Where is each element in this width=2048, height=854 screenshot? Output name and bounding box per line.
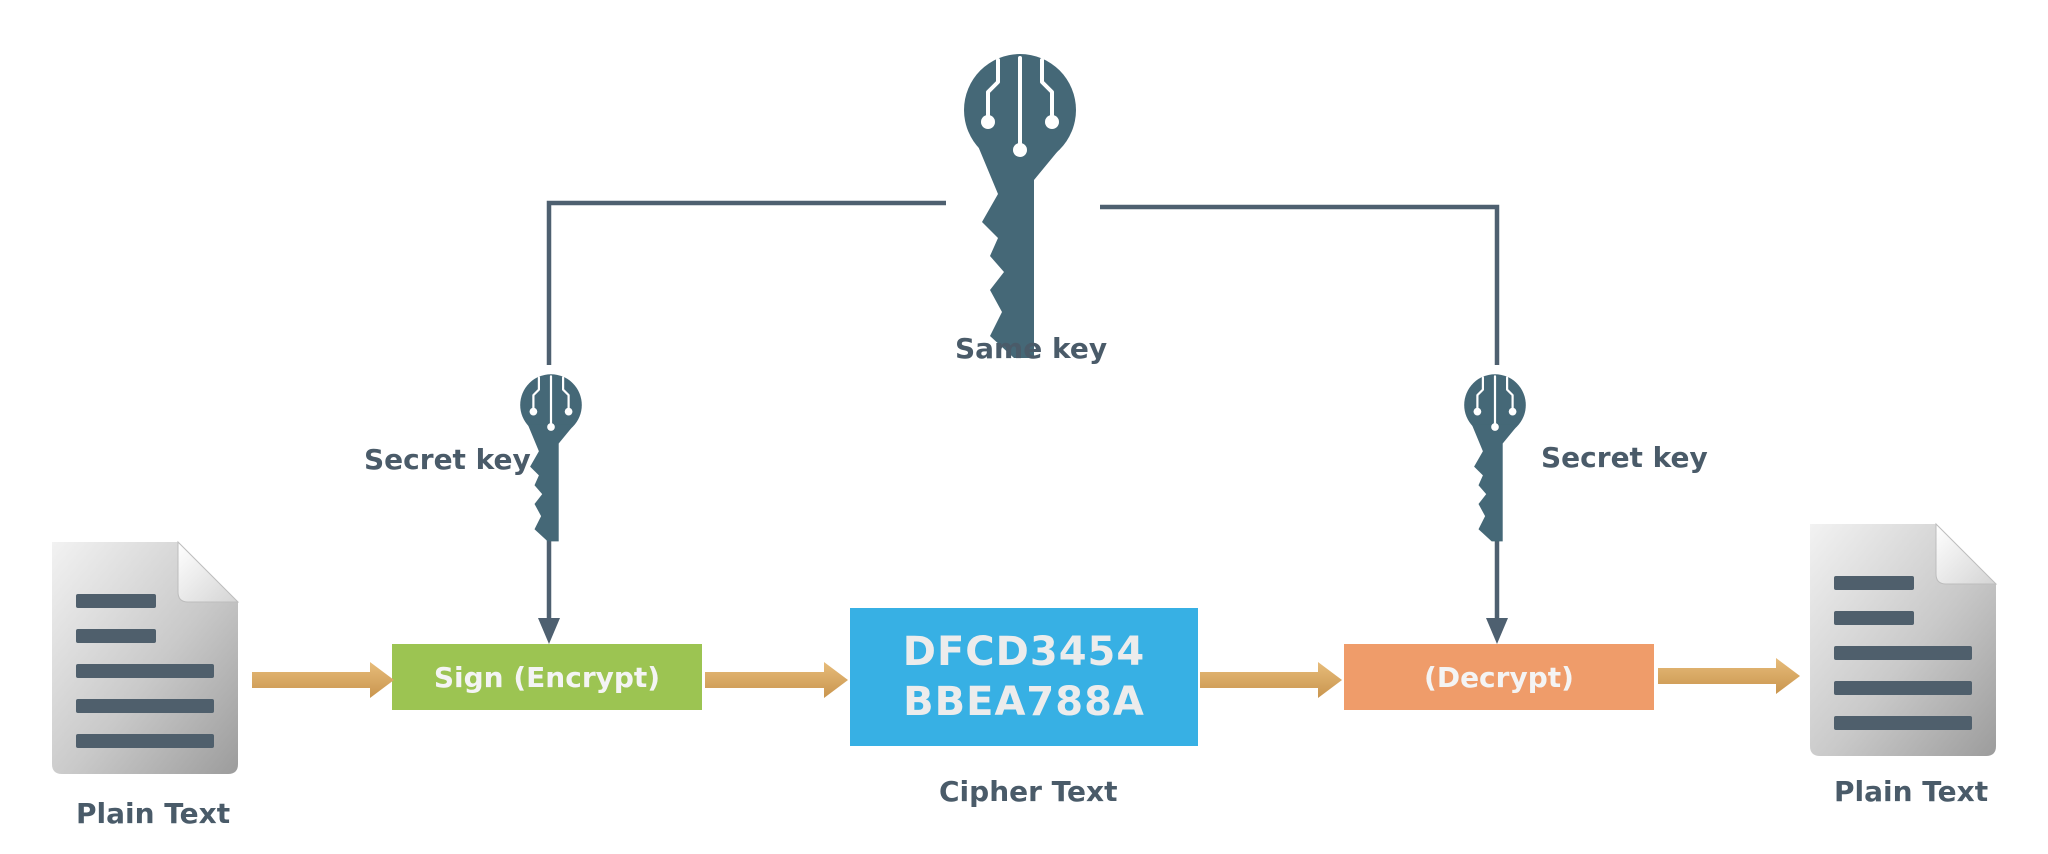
encrypt-box-label: Sign (Encrypt) <box>433 660 661 694</box>
key-icon <box>962 52 1078 360</box>
cipher-line-2: BBEA788A <box>903 679 1145 725</box>
flow-arrow <box>1200 662 1342 698</box>
decrypt-box-bg <box>1344 644 1654 710</box>
cipher-box-bg <box>850 608 1198 746</box>
same-key-label: Same key <box>955 332 1108 365</box>
cipher-box: DFCD3454 BBEA788A <box>850 608 1198 746</box>
right-connector-line <box>1100 204 1500 365</box>
decrypt-box-label: (Decrypt) <box>1424 660 1574 694</box>
left-arrowhead <box>538 618 560 644</box>
plain-text-label-right: Plain Text <box>1834 775 1989 808</box>
document-icon <box>51 541 239 775</box>
cipher-line-1: DFCD3454 <box>902 629 1146 675</box>
document-icon <box>1809 523 1997 757</box>
encrypt-box-bg <box>392 644 702 710</box>
encrypt-box: Sign (Encrypt) <box>392 644 702 710</box>
secret-key-label-left: Secret key <box>364 443 531 476</box>
decrypt-box: (Decrypt) <box>1344 644 1654 710</box>
right-arrowhead <box>1486 618 1508 644</box>
key-icon <box>1463 373 1527 543</box>
flow-arrow <box>1658 658 1800 694</box>
flow-arrow <box>705 662 848 698</box>
secret-key-label-right: Secret key <box>1541 441 1708 474</box>
left-connector-line <box>546 200 946 365</box>
cipher-text-label: Cipher Text <box>939 775 1118 808</box>
plain-text-label-left: Plain Text <box>76 797 231 830</box>
flow-arrow <box>252 662 394 698</box>
